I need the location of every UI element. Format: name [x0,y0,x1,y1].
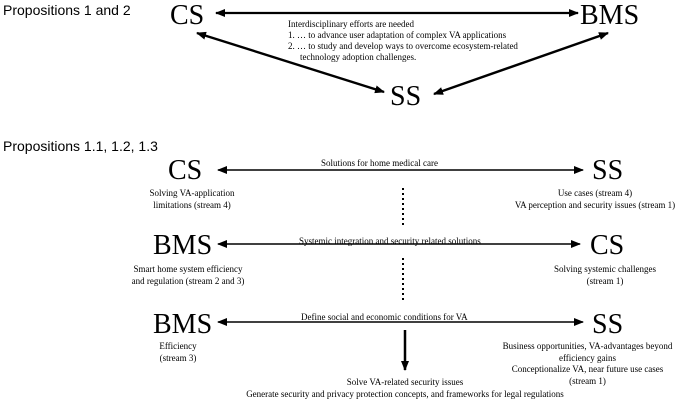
row3-left-node: BMS [153,309,213,340]
row1-left-desc: Solving VA-application limitations (stre… [149,188,235,210]
node-cs-top: CS [170,0,205,31]
section-title-top: Propositions 1 and 2 [3,2,131,18]
row2-label: Systemic integration and security relate… [299,236,481,246]
node-ss-top: SS [390,81,422,112]
row2-left-desc: Smart home system efficiency and regulat… [131,264,245,286]
node-bms-top: BMS [580,0,640,31]
proposition-item-2: 2. … to study and develop ways to overco… [288,41,518,51]
row2-left-node: BMS [153,230,213,261]
row3-label: Define social and economic conditions fo… [301,312,468,322]
row1-right-node: SS [592,155,624,186]
row3-right-node: SS [592,309,624,340]
section-title-bottom: Propositions 1.1, 1.2, 1.3 [3,138,158,154]
conclusion-text: Solve VA-related security issues Generat… [246,377,564,399]
bottom-panel [0,130,685,402]
row2-right-node: CS [590,230,625,261]
row3-left-desc: Efficiency (stream 3) [159,341,197,363]
proposition-item-1: 1. … to advance user adaptation of compl… [288,30,507,40]
row1-right-desc: Use cases (stream 4) VA perception and s… [514,188,676,210]
proposition-item-2-cont: technology adoption challenges. [300,52,417,62]
row3-right-desc: Business opportunities, VA-advantages be… [502,341,673,386]
row2-right-desc: Solving systemic challenges (stream 1) [554,264,656,286]
row1-label: Solutions for home medical care [321,158,438,168]
row1-left-node: CS [168,155,203,186]
interdisciplinary-heading: Interdisciplinary efforts are needed [288,19,415,29]
